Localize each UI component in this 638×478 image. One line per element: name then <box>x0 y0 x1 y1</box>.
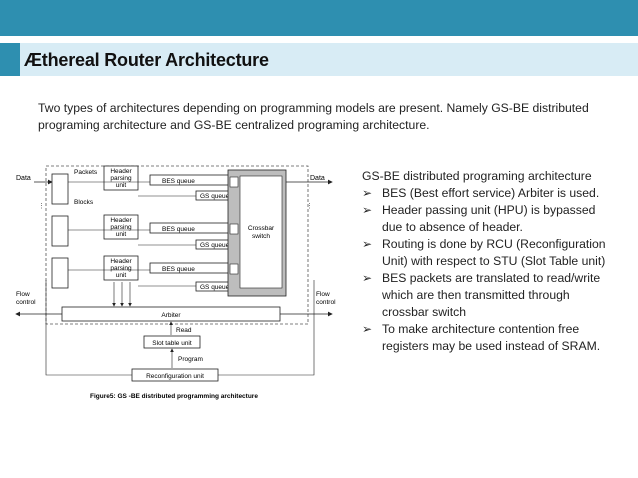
top-accent-bar <box>0 0 638 36</box>
data-in-label: Data <box>16 175 31 182</box>
svg-text:GS queue: GS queue <box>200 284 230 291</box>
bullet-heading: GS-BE distributed programing architectur… <box>362 169 592 183</box>
svg-text:Slot table unit: Slot table unit <box>152 340 192 347</box>
svg-text:⋮: ⋮ <box>306 203 313 210</box>
svg-text:BES queue: BES queue <box>162 266 195 273</box>
input-buffer-2 <box>51 215 69 247</box>
input-buffer-1 <box>51 173 69 205</box>
arbiter-box <box>61 306 281 322</box>
svg-text:Reconfiguration unit: Reconfiguration unit <box>146 373 204 380</box>
svg-text:⋮: ⋮ <box>38 203 45 210</box>
arrow-bullet-icon: ➢ <box>362 186 373 200</box>
slide-title: Æthereal Router Architecture <box>24 50 269 70</box>
svg-text:BES queue: BES queue <box>162 226 195 233</box>
svg-text:GS queue: GS queue <box>200 193 230 200</box>
arrow-bullet-icon: ➢ <box>362 271 373 285</box>
arrow-bullet-icon: ➢ <box>362 203 373 217</box>
hpu-2 <box>103 214 139 240</box>
bullet-item: ➢Routing is done by RCU (Reconfiguration… <box>362 237 606 268</box>
svg-text:Program: Program <box>178 356 203 363</box>
bullet-panel: GS-BE distributed programing architectur… <box>362 168 612 355</box>
bullet-item: ➢BES packets are translated to read/writ… <box>362 271 601 319</box>
data-out-label: Data <box>310 175 325 182</box>
svg-text:Arbiter: Arbiter <box>161 312 181 319</box>
router-boundary <box>45 165 309 325</box>
intro-paragraph: Two types of architectures depending on … <box>38 101 589 132</box>
arrow-bullet-icon: ➢ <box>362 322 373 336</box>
figure-caption: Figure5: GS -BE distributed programming … <box>90 393 258 400</box>
blocks-label: Blocks <box>74 199 94 206</box>
svg-text:Read: Read <box>176 327 192 334</box>
svg-text:GS queue: GS queue <box>200 242 230 249</box>
packets-label: Packets <box>74 169 98 176</box>
bullet-item: ➢Header passing unit (HPU) is bypassed d… <box>362 203 596 234</box>
bullet-item: ➢BES (Best effort service) Arbiter is us… <box>362 186 600 200</box>
svg-text:BES queue: BES queue <box>162 178 195 185</box>
title-accent <box>0 43 20 76</box>
slot-table-unit <box>143 335 201 349</box>
hpu-3 <box>103 255 139 281</box>
bullet-list: ➢BES (Best effort service) Arbiter is us… <box>362 185 612 355</box>
bullet-item: ➢To make architecture contention free re… <box>362 322 601 353</box>
title-band <box>0 43 638 76</box>
hpu-1 <box>103 165 139 191</box>
input-buffer-3 <box>51 257 69 289</box>
arrow-bullet-icon: ➢ <box>362 237 373 251</box>
